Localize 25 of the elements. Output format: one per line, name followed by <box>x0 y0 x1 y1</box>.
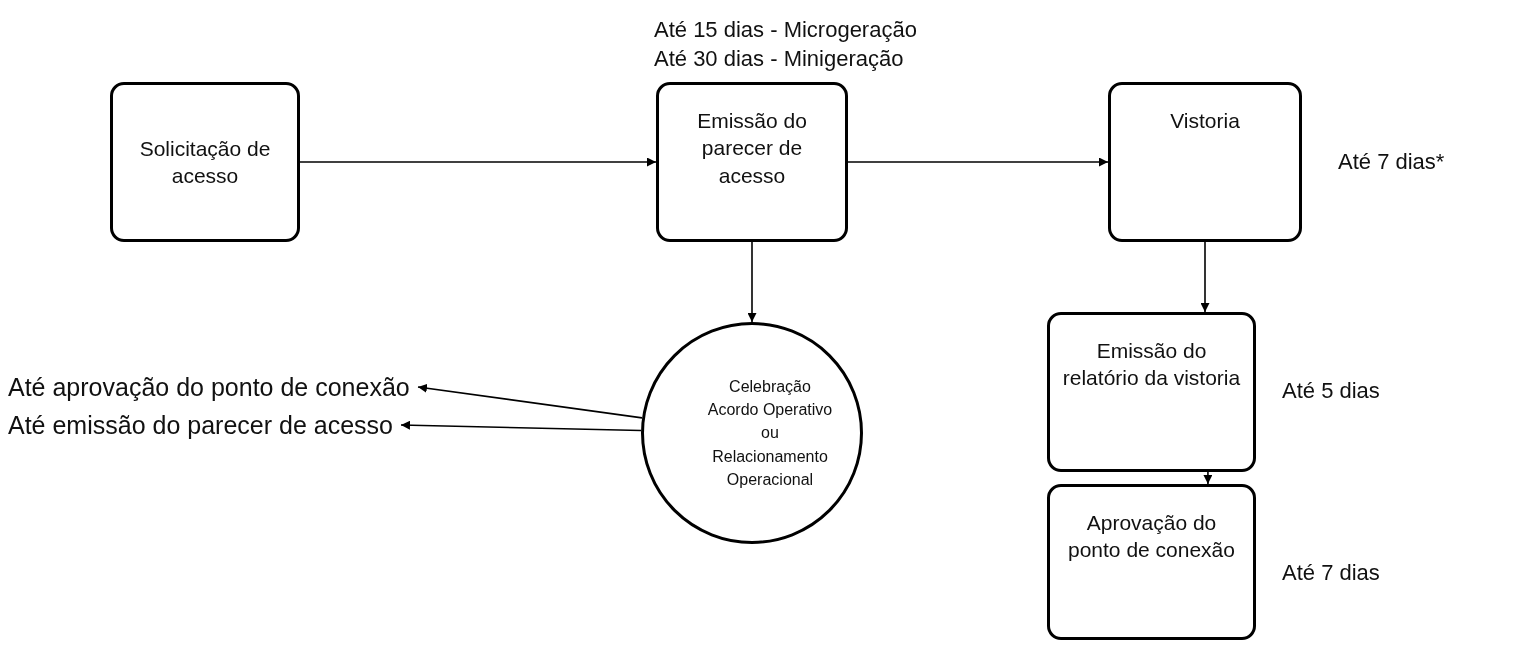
node-label: Emissão do parecer de acesso <box>696 108 808 189</box>
arrow <box>1203 471 1213 485</box>
node-label: Emissão do relatório da vistoria <box>1061 338 1242 392</box>
process-box <box>656 82 848 242</box>
process-box <box>110 82 300 242</box>
node-label: Aprovação do ponto de conexão <box>1067 510 1236 564</box>
arrow <box>400 420 642 432</box>
duration-note: Até 5 dias <box>1282 377 1380 405</box>
node-label: Celebração Acordo Operativo ou Relacionamento Operacional <box>706 377 834 490</box>
arrow <box>747 241 757 323</box>
process-box <box>1047 484 1256 640</box>
arrow <box>847 157 1109 167</box>
node-label: Vistoria <box>1170 108 1240 134</box>
arrow <box>417 383 643 419</box>
arrow <box>1200 241 1210 313</box>
duration-note: Até 7 dias* <box>1338 148 1445 176</box>
duration-note: Até 15 dias - Microgeração <box>654 16 917 44</box>
duration-note: Até 7 dias <box>1282 559 1380 587</box>
process-box <box>1108 82 1302 242</box>
timing-text: Até emissão do parecer de acesso <box>8 410 393 440</box>
arrow <box>299 157 657 167</box>
node-label: Solicitação de acesso <box>138 135 272 189</box>
duration-note: Até 30 dias - Minigeração <box>654 45 904 73</box>
process-box <box>1047 312 1256 472</box>
timing-text: Até aprovação do ponto de conexão <box>8 372 410 402</box>
